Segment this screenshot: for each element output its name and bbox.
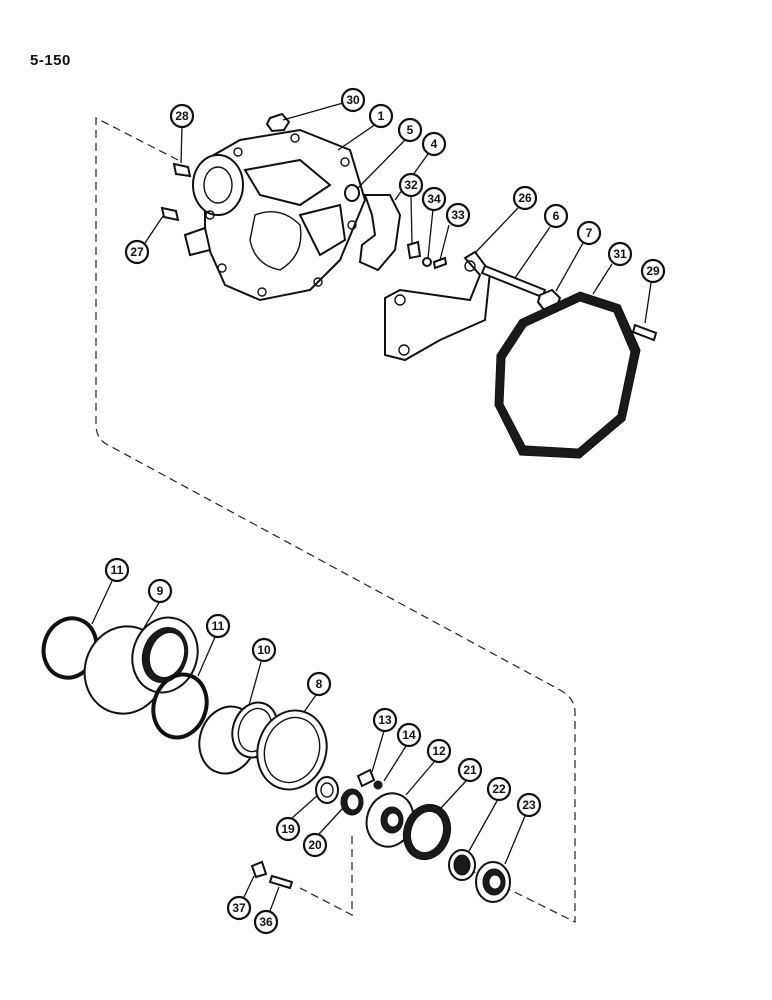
callout-31: 31 — [607, 241, 633, 267]
callout-23: 23 — [516, 792, 542, 818]
callout-label: 19 — [281, 822, 295, 836]
callout-22: 22 — [486, 776, 512, 802]
callout-28: 28 — [169, 103, 195, 129]
bearing-cap-part-4 — [358, 194, 402, 272]
callout-5: 5 — [397, 117, 423, 143]
callout-label: 28 — [175, 109, 189, 123]
callout-label: 7 — [586, 226, 593, 240]
plug-part-37 — [250, 860, 268, 879]
callout-20: 20 — [302, 832, 328, 858]
ring-housing-part-9 — [83, 616, 199, 715]
screw-part-33 — [432, 256, 448, 270]
callout-4: 4 — [421, 131, 447, 157]
washer-part-14 — [373, 780, 383, 790]
bushing-part-5 — [344, 184, 360, 202]
callout-label: 33 — [451, 208, 465, 222]
callout-11-left: 11 — [104, 557, 130, 583]
callout-label: 36 — [259, 915, 273, 929]
callout-14: 14 — [396, 722, 422, 748]
bearing-part-22 — [448, 849, 476, 881]
callout-label: 20 — [308, 838, 322, 852]
callout-37: 37 — [226, 895, 252, 921]
callout-36: 36 — [253, 909, 279, 935]
callout-label: 27 — [130, 245, 144, 259]
callout-label: 21 — [463, 763, 477, 777]
gasket-part-21 — [402, 803, 452, 861]
callout-34: 34 — [421, 186, 447, 212]
page-number: 5-150 — [30, 52, 71, 69]
bracket-part-26 — [384, 250, 492, 362]
callout-label: 22 — [492, 782, 506, 796]
callout-label: 30 — [346, 93, 360, 107]
callout-label: 14 — [402, 728, 416, 742]
callout-26: 26 — [512, 185, 538, 211]
callout-label: 9 — [157, 584, 164, 598]
nut-part-30 — [265, 112, 291, 133]
bolt-part-13 — [356, 768, 376, 788]
sleeve-part-10 — [198, 701, 279, 775]
callout-label: 8 — [316, 677, 323, 691]
callout-label: 26 — [518, 191, 532, 205]
retainer-part-12 — [365, 792, 415, 848]
callout-label: 32 — [404, 178, 418, 192]
callout-21: 21 — [457, 757, 483, 783]
stud-part-29 — [631, 323, 658, 342]
o-ring-part-11-right — [151, 672, 209, 740]
callout-10: 10 — [251, 637, 277, 663]
callout-label: 5 — [407, 123, 414, 137]
bearing-cup-part-23 — [475, 861, 511, 903]
callout-7: 7 — [576, 220, 602, 246]
callout-19: 19 — [275, 816, 301, 842]
callout-label: 6 — [553, 209, 560, 223]
callout-8: 8 — [306, 671, 332, 697]
callout-12: 12 — [426, 738, 452, 764]
callout-label: 29 — [646, 264, 660, 278]
callout-11-right: 11 — [205, 613, 231, 639]
callout-32: 32 — [398, 172, 424, 198]
callout-label: 34 — [427, 192, 441, 206]
callout-label: 11 — [111, 563, 124, 577]
seal-part-8 — [256, 709, 328, 791]
gasket-part-31 — [494, 291, 641, 459]
callout-label: 1 — [378, 109, 385, 123]
callout-1: 1 — [368, 103, 394, 129]
seal-part-20 — [340, 788, 364, 816]
carrier-housing-part — [183, 128, 367, 302]
callout-label: 4 — [431, 137, 438, 151]
callout-29: 29 — [640, 258, 666, 284]
callout-13: 13 — [372, 707, 398, 733]
callout-label: 13 — [378, 713, 392, 727]
callout-label: 31 — [613, 247, 627, 261]
callout-label: 11 — [212, 619, 225, 633]
washer-part-34 — [422, 257, 432, 267]
callout-6: 6 — [543, 203, 569, 229]
callout-30: 30 — [340, 87, 366, 113]
plug-part-28 — [172, 162, 192, 178]
leader-lines — [91, 102, 652, 912]
bearing-cone-part-19 — [315, 776, 339, 804]
callout-label: 12 — [432, 744, 446, 758]
callout-9: 9 — [147, 578, 173, 604]
clip-part-32 — [406, 240, 422, 260]
callout-27: 27 — [124, 239, 150, 265]
callout-label: 23 — [522, 798, 536, 812]
stud-part-36 — [268, 874, 294, 890]
assembly-boundary-dashed-line — [95, 117, 576, 923]
callout-label: 37 — [232, 901, 246, 915]
plug-part-27 — [160, 206, 180, 222]
bolt-part-6 — [480, 264, 547, 299]
callout-label: 10 — [257, 643, 271, 657]
callout-33: 33 — [445, 202, 471, 228]
